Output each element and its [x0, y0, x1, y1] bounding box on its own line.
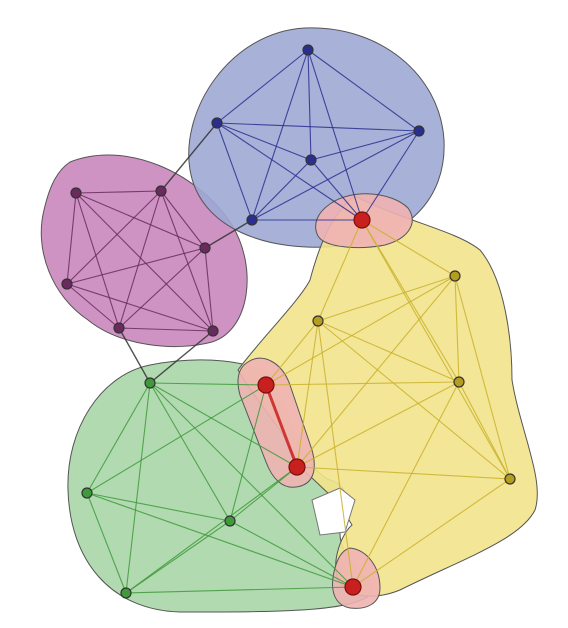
overlap-edge [264, 384, 299, 468]
purple-edge [75, 192, 120, 329]
purple-edge [66, 283, 120, 329]
graph-node [305, 154, 317, 166]
graph-nodes [61, 44, 516, 599]
yellow-edge [454, 275, 460, 383]
bridge-edge [149, 330, 214, 384]
green-edge [125, 466, 298, 594]
blue-edge [251, 130, 420, 221]
blue-edge [361, 130, 420, 221]
blue-edge [310, 130, 420, 161]
graph-node [224, 515, 236, 527]
green-edge [125, 520, 231, 594]
blue-edge [216, 122, 420, 132]
graph-node [413, 125, 425, 137]
blue-edge [251, 159, 312, 221]
graph-node [120, 587, 132, 599]
graph-node [207, 325, 219, 337]
bridge-edge [160, 122, 218, 192]
yellow-edge [296, 275, 456, 468]
purple-edge [66, 192, 77, 285]
purple-edge [75, 190, 162, 194]
graph-node [312, 315, 324, 327]
yellow-edge [361, 219, 460, 383]
purple-edge [160, 190, 206, 249]
green-edge [86, 492, 231, 522]
green-edge [86, 384, 267, 494]
blue-edge [216, 122, 312, 161]
graph-node [144, 377, 156, 389]
green-edge [125, 586, 354, 594]
green-edge [86, 492, 127, 594]
green-edge [229, 466, 298, 522]
yellow-edge [317, 320, 460, 383]
yellow-edge [454, 275, 511, 480]
graph-node [113, 322, 125, 334]
yellow-edge [352, 381, 460, 588]
green-edge [149, 382, 354, 588]
overlap-node [353, 211, 371, 229]
overlap-node [257, 376, 275, 394]
graph-node [211, 117, 223, 129]
green-edge [229, 384, 267, 522]
graph-node [70, 187, 82, 199]
blue-edge [307, 49, 312, 161]
purple-edge [204, 247, 214, 332]
yellow-edge [361, 219, 456, 277]
green-edge [149, 382, 298, 468]
graph-edges [66, 49, 511, 594]
blue-edge [216, 122, 253, 221]
overlap-region-bottom [332, 547, 381, 609]
graph-node [302, 44, 314, 56]
yellow-edge [317, 320, 354, 588]
yellow-edge [296, 381, 460, 468]
overlap-node [288, 458, 306, 476]
overlap-node [344, 578, 362, 596]
graph-node [61, 278, 73, 290]
blue-edge [310, 159, 363, 221]
green-edge [86, 492, 354, 588]
bridge-edge [204, 219, 253, 249]
green-edge [125, 382, 151, 594]
green-edge [86, 382, 151, 494]
green-edge [149, 382, 267, 386]
yellow-edge [317, 275, 456, 322]
purple-edge [118, 190, 162, 329]
yellow-edge [265, 320, 319, 386]
yellow-edge [361, 219, 511, 480]
yellow-edge [458, 381, 511, 480]
purple-edge [66, 247, 206, 285]
purple-edge [66, 283, 214, 332]
bridge-edge [118, 327, 151, 384]
green-edge [149, 382, 231, 522]
graph-node [155, 185, 167, 197]
purple-edge [75, 192, 206, 249]
graph-node [504, 473, 516, 485]
green-edge [229, 520, 354, 588]
yellow-edge [296, 320, 319, 468]
yellow-edge [352, 478, 511, 588]
graph-node [81, 487, 93, 499]
purple-edge [66, 190, 162, 285]
blue-edge [307, 49, 420, 132]
yellow-edge [317, 219, 363, 322]
purple-edge [75, 192, 214, 332]
graph-node [449, 270, 461, 282]
graph-node [453, 376, 465, 388]
graph-node [246, 214, 258, 226]
purple-edge [118, 327, 214, 332]
yellow-edge [296, 466, 511, 480]
graph-node [199, 242, 211, 254]
yellow-edge [265, 381, 460, 386]
blue-edge [216, 49, 309, 124]
blue-edge [216, 122, 363, 221]
purple-edge [118, 247, 206, 329]
blue-edge [251, 49, 309, 221]
community-regions [40, 27, 538, 613]
purple-edge [160, 190, 214, 332]
yellow-edge [317, 320, 511, 480]
yellow-edge [265, 275, 456, 386]
blue-edge [307, 49, 363, 221]
